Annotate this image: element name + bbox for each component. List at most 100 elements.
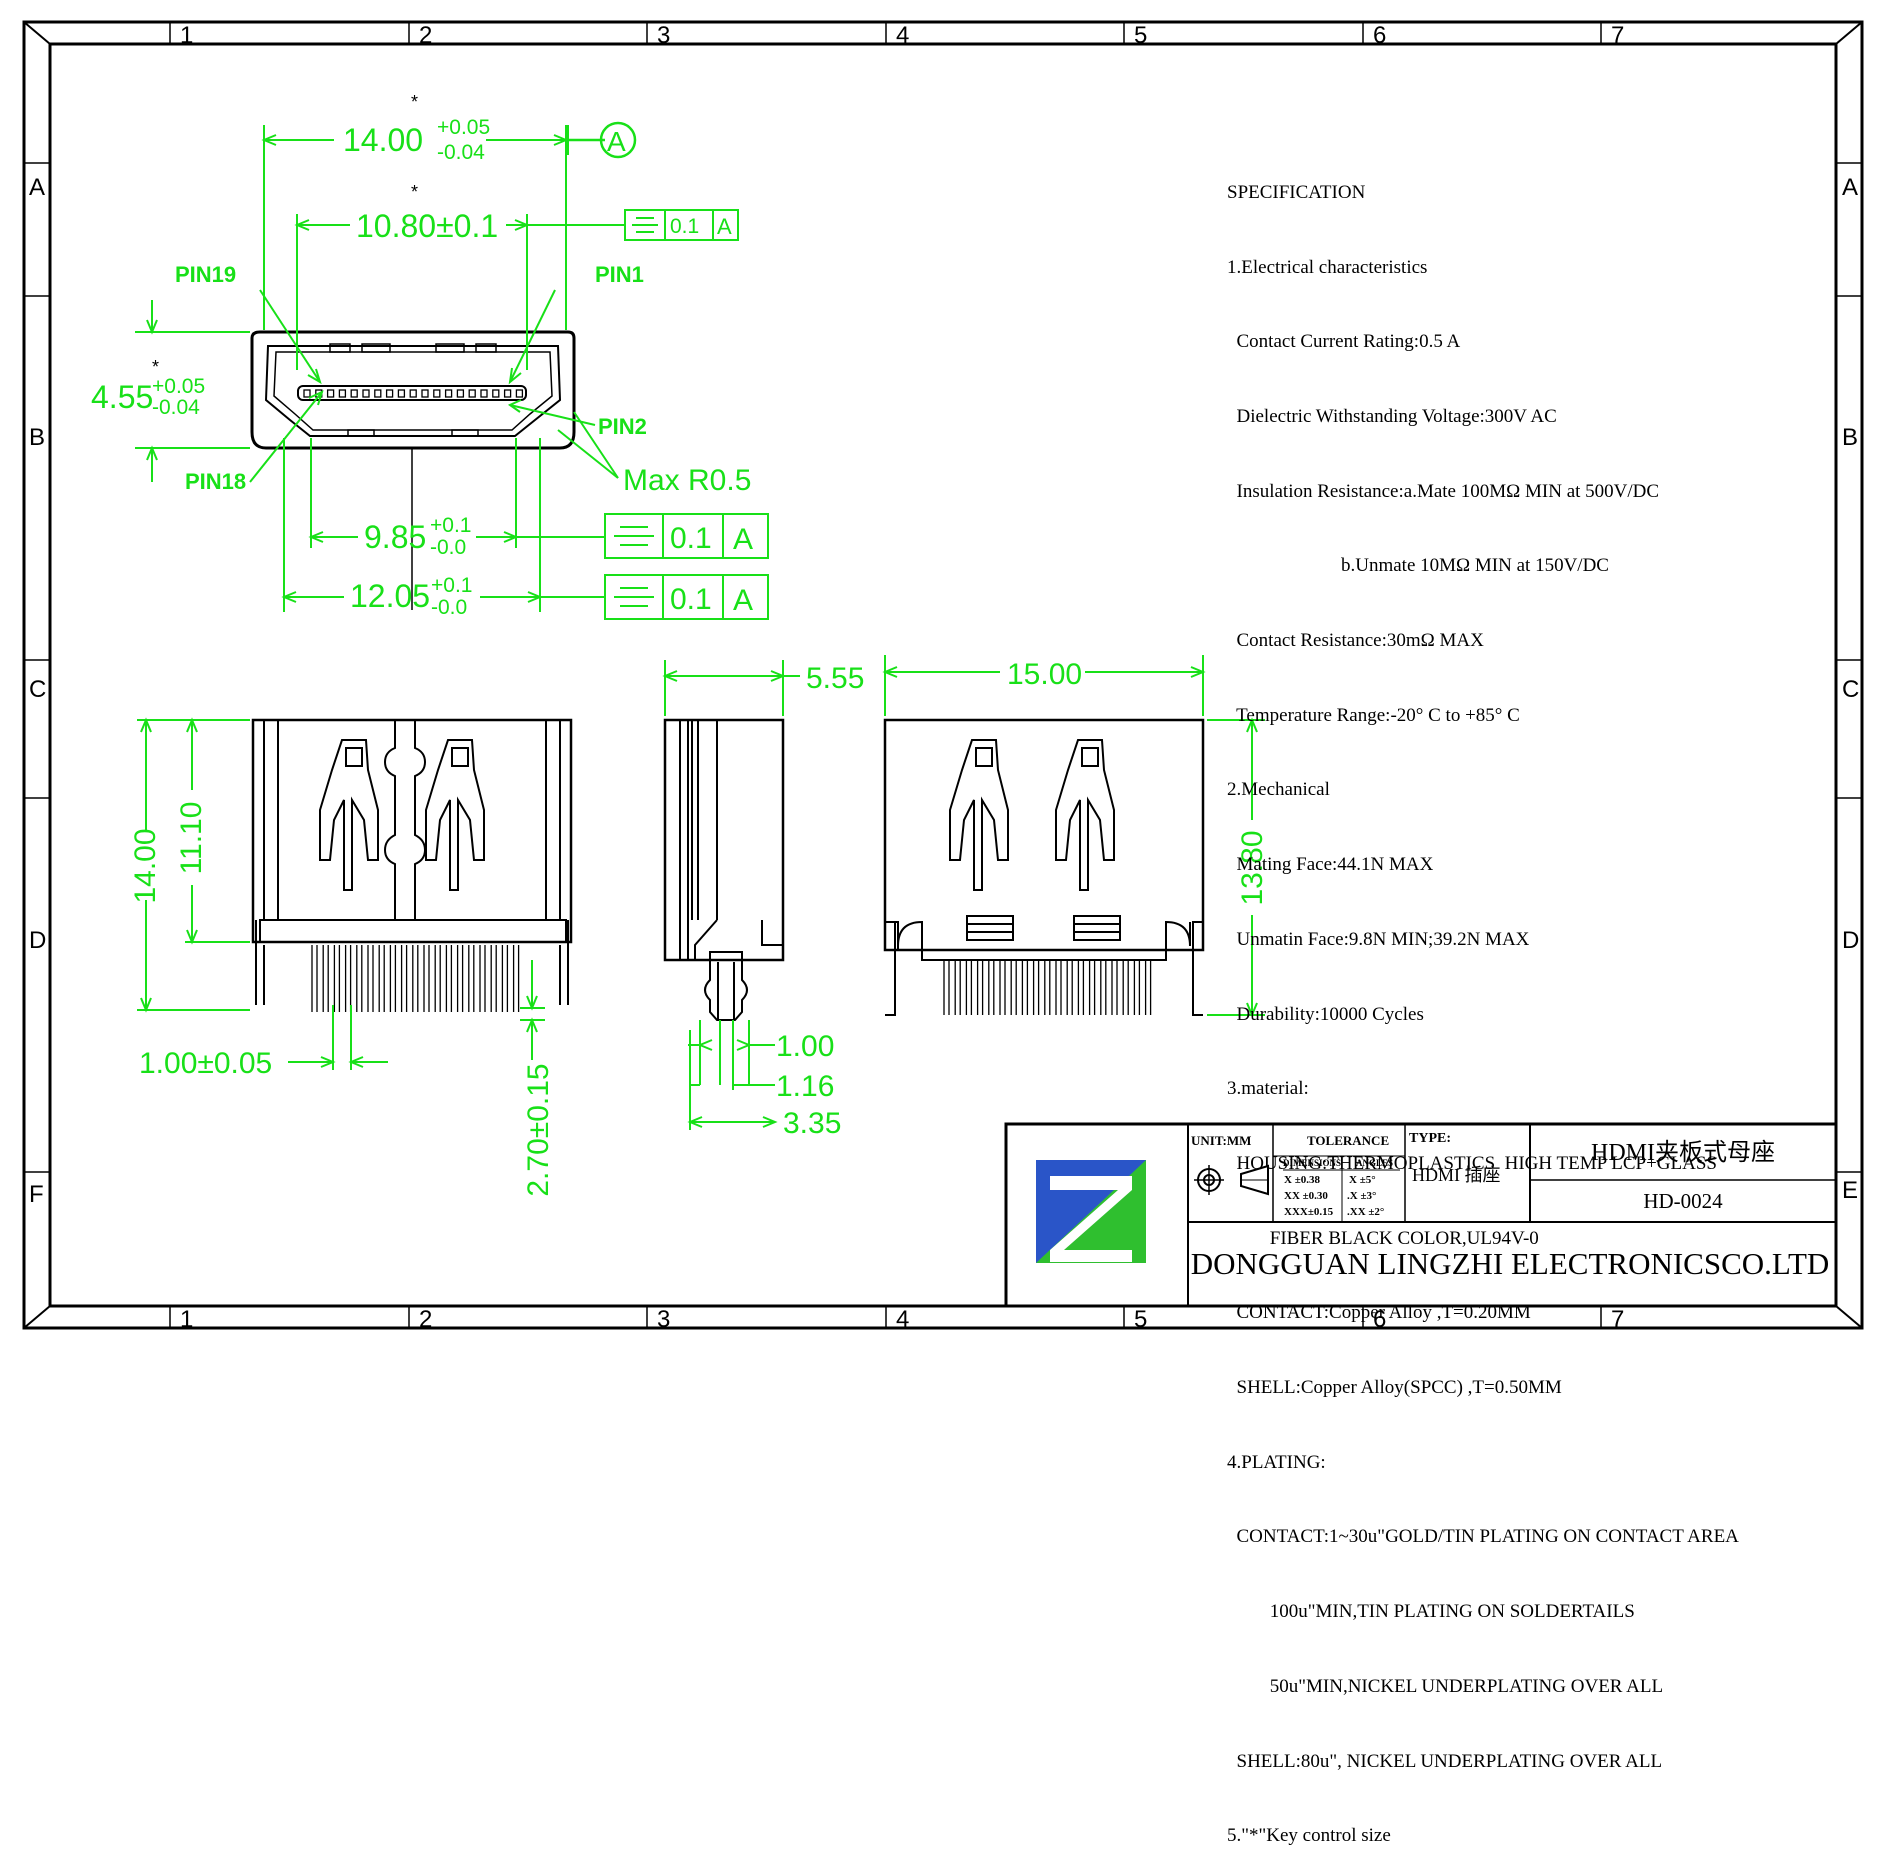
fcf-12-05-datum: A bbox=[733, 584, 753, 617]
pin2-label: PIN2 bbox=[598, 414, 647, 439]
grid-col-bottom-3: 3 bbox=[657, 1306, 670, 1333]
dim-inner-width: 10.80±0.1 bbox=[356, 208, 498, 244]
contact-pin bbox=[350, 389, 358, 398]
dim-overall-tol-plus: +0.05 bbox=[437, 116, 490, 139]
contact-pin bbox=[338, 389, 347, 398]
dim-3-35-side: 3.35 bbox=[783, 1107, 841, 1140]
spec-line: 4.PLATING: bbox=[1227, 1451, 1326, 1473]
angles-header: ANGLES bbox=[1356, 1158, 1393, 1168]
spec-line: HOUSING:THERMOPLASTICS HIGH TEMP LCP+GLA… bbox=[1227, 1152, 1718, 1174]
grid-row-left-b: B bbox=[29, 424, 45, 451]
contact-pin bbox=[421, 389, 429, 398]
fcf-9-85-value: 0.1 bbox=[670, 522, 712, 555]
datum-a-letter: A bbox=[607, 126, 626, 157]
dim-overall-width: 14.00 bbox=[343, 122, 423, 158]
top-view-labels: 14.00 +0.05 -0.04 * 10.80±0.1 * 4.55 +0.… bbox=[91, 92, 751, 619]
contact-pin bbox=[362, 389, 370, 398]
dim-1-00-side: 1.00 bbox=[776, 1030, 834, 1063]
key-mark-3: * bbox=[152, 357, 159, 377]
grid-col-top-5: 5 bbox=[1134, 22, 1147, 49]
dim-13-80-vertical: 13.80 bbox=[1236, 830, 1269, 905]
dim-12-05: 12.05 bbox=[350, 578, 430, 614]
specification-notes: SPECIFICATION 1.Electrical characteristi… bbox=[1227, 131, 1739, 1874]
title-block-grid bbox=[1004, 1122, 1838, 1308]
grid-col-top-6: 6 bbox=[1373, 22, 1386, 49]
spec-line: SHELL:80u", NICKEL UNDERPLATING OVER ALL bbox=[1227, 1750, 1663, 1772]
spec-line: Mating Face:44.1N MAX bbox=[1227, 854, 1434, 876]
grid-col-bottom-7: 7 bbox=[1611, 1306, 1624, 1333]
spec-line: 2.Mechanical bbox=[1227, 779, 1330, 801]
tol-row-3-ang: .XX ±2° bbox=[1347, 1206, 1384, 1218]
radius-note: Max R0.5 bbox=[623, 464, 751, 497]
contact-pin bbox=[433, 389, 441, 398]
fcf-small-value: 0.1 bbox=[670, 215, 699, 238]
fcf-9-85 bbox=[604, 513, 769, 559]
spec-line: CONTACT:1~30u"GOLD/TIN PLATING ON CONTAC… bbox=[1227, 1526, 1739, 1548]
contact-pin bbox=[326, 389, 335, 398]
spec-line: b.Unmate 10MΩ MIN at 150V/DC bbox=[1227, 555, 1609, 577]
contact-pin bbox=[385, 389, 394, 398]
dim-9-85-tol-plus: +0.1 bbox=[430, 514, 471, 537]
contact-pin bbox=[515, 389, 524, 398]
grid-row-right-a: A bbox=[1842, 174, 1858, 201]
title-block-text: UNIT:MM TOLERANCE DIMENSIONS ANGLES X ±0… bbox=[1191, 1131, 1830, 1281]
spec-line-title: SPECIFICATION bbox=[1227, 181, 1366, 203]
grid-row-left-a: A bbox=[29, 174, 45, 201]
drawing-title: HDMI夹板式母座 bbox=[1591, 1139, 1775, 1166]
type-label: TYPE: bbox=[1409, 1131, 1451, 1146]
dim-height: 4.55 bbox=[91, 379, 153, 415]
spec-line: 100u"MIN,TIN PLATING ON SOLDERTAILS bbox=[1227, 1601, 1635, 1623]
grid-row-left-d: D bbox=[29, 927, 46, 954]
dim-height-tol-minus: -0.04 bbox=[152, 396, 200, 419]
key-mark-1: * bbox=[411, 92, 418, 112]
unit-label: UNIT:MM bbox=[1191, 1133, 1251, 1148]
dim-9-85-tol-minus: -0.0 bbox=[430, 536, 466, 559]
grid-row-right-b: B bbox=[1842, 424, 1858, 451]
spec-line: FIBER BLACK COLOR,UL94V-0 bbox=[1227, 1227, 1539, 1249]
dim-5-55: 5.55 bbox=[806, 662, 864, 695]
tolerance-header: TOLERANCE bbox=[1307, 1133, 1389, 1148]
tol-row-1-dim: X ±0.38 bbox=[1284, 1174, 1320, 1186]
contact-pin bbox=[374, 389, 382, 398]
spec-line: Contact Resistance:30mΩ MAX bbox=[1227, 630, 1484, 652]
spec-line: Insulation Resistance:a.Mate 100MΩ MIN a… bbox=[1227, 480, 1660, 502]
spec-line: SHELL:Copper Alloy(SPCC) ,T=0.50MM bbox=[1227, 1377, 1562, 1399]
top-view-dimensions bbox=[135, 125, 625, 612]
grid-row-right-e: E bbox=[1842, 1177, 1858, 1204]
dim-overall-tol-minus: -0.04 bbox=[437, 141, 485, 164]
spec-line: Dielectric Withstanding Voltage:300V AC bbox=[1227, 405, 1557, 427]
grid-col-top-4: 4 bbox=[896, 22, 909, 49]
dim-pitch: 1.00±0.05 bbox=[139, 1047, 272, 1080]
fcf-small-datum: A bbox=[717, 214, 732, 239]
tol-row-1-ang: X ±5° bbox=[1349, 1174, 1376, 1186]
company-logo bbox=[1036, 1160, 1146, 1263]
contact-pin bbox=[409, 389, 417, 398]
spec-line: 1.Electrical characteristics bbox=[1227, 256, 1428, 278]
fcf-small bbox=[624, 209, 739, 241]
pin19-label: PIN19 bbox=[175, 262, 236, 287]
pin18-label: PIN18 bbox=[185, 469, 246, 494]
key-mark-2: * bbox=[411, 182, 418, 202]
spec-line: Temperature Range:-20° C to +85° C bbox=[1227, 704, 1520, 726]
contact-pin bbox=[480, 389, 488, 398]
sheet-border bbox=[22, 20, 1864, 1330]
tol-row-3-dim: XXX±0.15 bbox=[1284, 1206, 1334, 1218]
drawing-number: HD-0024 bbox=[1643, 1189, 1723, 1213]
spec-line: CONTACT:Copper Alloy ,T=0.20MM bbox=[1227, 1302, 1531, 1324]
spec-line: 3.material: bbox=[1227, 1078, 1309, 1100]
dim-tail-length: 2.70±0.15 bbox=[522, 1063, 555, 1196]
side-view-outline bbox=[663, 718, 785, 1021]
dim-height-tol-plus: +0.05 bbox=[152, 375, 205, 398]
dim-12-05-tol-minus: -0.0 bbox=[431, 596, 467, 619]
contact-pin bbox=[468, 389, 476, 398]
spec-line: 50u"MIN,NICKEL UNDERPLATING OVER ALL bbox=[1227, 1675, 1664, 1697]
contact-pin bbox=[492, 389, 500, 398]
rear-view-outline bbox=[883, 718, 1205, 1016]
datum-a-symbol bbox=[569, 121, 637, 159]
spec-line: Durability:10000 Cycles bbox=[1227, 1003, 1424, 1025]
dimensions-header: DIMENSIONS bbox=[1283, 1158, 1341, 1168]
grid-col-bottom-2: 2 bbox=[419, 1306, 432, 1333]
tol-row-2-dim: XX ±0.30 bbox=[1284, 1190, 1328, 1202]
contact-pin bbox=[397, 389, 406, 398]
dim-9-85: 9.85 bbox=[364, 519, 426, 555]
